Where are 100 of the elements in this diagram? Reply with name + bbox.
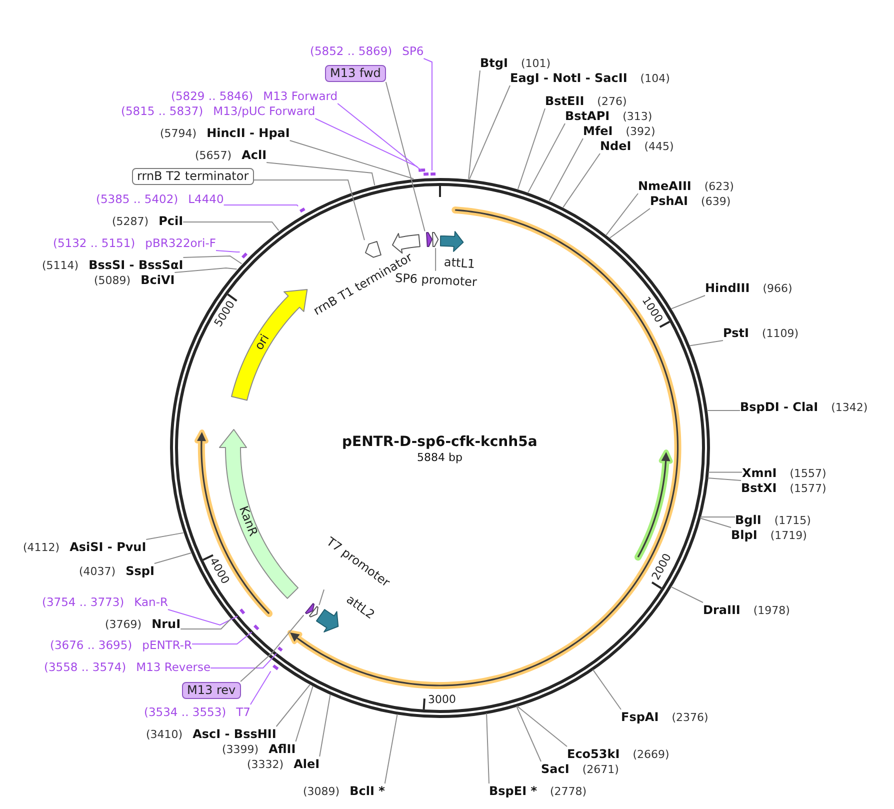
leader-line [423, 58, 432, 172]
leader-line [384, 714, 398, 784]
restriction-site-label: HindIII (966) [705, 280, 792, 296]
primer-site-mark [417, 166, 428, 174]
restriction-site-label: XmnI (1557) [742, 466, 826, 480]
restriction-site-label: SacI (2671) [541, 762, 619, 776]
restriction-site-label: PshAI (639) [650, 194, 731, 208]
leader-line [516, 706, 542, 762]
leader-line [223, 204, 299, 207]
feature-label: ori [252, 332, 272, 352]
restriction-site-label: FspAI (2376) [621, 710, 708, 724]
leader-line [182, 256, 242, 264]
primer-label: (3534 .. 3553) T7 [144, 704, 250, 720]
leader-line [670, 295, 706, 310]
leader-line [289, 140, 414, 180]
primer-site-mark [238, 607, 246, 616]
restriction-site-label: BspDI - ClaI (1342) [740, 400, 868, 414]
leader-line [435, 248, 436, 272]
leader-line [216, 250, 240, 252]
primer-label: (3754 .. 3773) Kan-R [42, 594, 168, 610]
leader-line [314, 118, 418, 168]
restriction-site-label: PstI (1109) [723, 326, 799, 340]
leader-line [548, 138, 584, 202]
restriction-site-label: (5794) HincII - HpaI [160, 126, 290, 140]
scale-label: 2000 [649, 552, 676, 584]
leader-line [276, 684, 311, 727]
sequence-feature [391, 232, 422, 254]
restriction-site-label: (5287) PciI [112, 214, 184, 228]
leader-line [192, 632, 252, 644]
primer-label: (5132 .. 5151) pBR322ori-F [53, 236, 216, 250]
restriction-site-label: NmeAIII (623) [638, 178, 734, 194]
leader-line [385, 82, 426, 232]
primer-label: (3558 .. 3574) M13 Reverse [44, 660, 211, 674]
feature-label: attL1 [443, 254, 476, 272]
restriction-site-label: BstAPI (313) [565, 108, 652, 124]
primer-label: (3676 .. 3695) pENTR-R [50, 638, 192, 652]
primer-label: (5815 .. 5837) M13/pUC Forward [121, 104, 316, 118]
restriction-site-label: Eco53kI (2669) [567, 746, 670, 762]
restriction-site-label: (3769) NruI [105, 616, 181, 632]
sequence-feature [314, 608, 340, 634]
leader-line [528, 123, 566, 193]
leader-line [295, 685, 314, 742]
primer-site-mark [276, 645, 285, 654]
restriction-site-label: BglI (1715) [735, 512, 811, 528]
restriction-site-label: (4112) AsiSI - PvuI [23, 540, 146, 554]
leader-line [146, 532, 184, 540]
restriction-site-label: (4037) SspI [79, 564, 154, 578]
leader-line [240, 614, 304, 682]
leader-line [182, 222, 280, 232]
restriction-site-label: DraIII (1978) [703, 602, 790, 618]
feature-tag: rrnB T2 terminator [132, 168, 254, 185]
leader-line [700, 518, 732, 528]
primer-site-mark [252, 623, 261, 632]
leader-line [700, 516, 736, 518]
restriction-site-label: MfeI (392) [583, 124, 656, 138]
restriction-site-label: (5089) BciVI [94, 272, 175, 288]
sequence-feature [304, 602, 316, 616]
leader-line [180, 618, 232, 630]
leader-line [670, 586, 704, 603]
restriction-site-label: BstEII (276) [545, 94, 627, 108]
leader-line [318, 589, 324, 606]
feature-tag: M13 fwd [325, 65, 386, 82]
leader-line [154, 552, 192, 564]
leader-line [516, 706, 568, 747]
scale-label: 3000 [428, 693, 456, 708]
leader-line [706, 410, 740, 411]
restriction-site-label: NdeI (445) [600, 138, 674, 154]
leader-line [468, 70, 480, 180]
leader-line [689, 340, 724, 346]
restriction-site-label: BspEI * (2778) [489, 784, 587, 798]
leader-line [210, 653, 277, 668]
sequence-feature [424, 231, 434, 248]
plasmid-length: 5884 bp [417, 451, 462, 465]
primer-site-mark [240, 250, 249, 260]
restriction-site-label: (3332) AleI [247, 756, 320, 772]
leader-line [609, 208, 650, 238]
sequence-feature [439, 230, 465, 252]
primer-label: (5829 .. 5846) M13 Forward [171, 88, 338, 104]
leader-line [266, 162, 376, 186]
leader-line [337, 103, 422, 172]
leader-line [486, 712, 490, 784]
leader-line [468, 85, 510, 180]
leader-line [708, 472, 742, 473]
leader-line [562, 153, 600, 208]
restriction-site-label: BstXI (1577) [741, 480, 826, 496]
feature-label: KanR [236, 504, 260, 538]
leader-line [707, 478, 742, 481]
primer-label: (5385 .. 5402) L4440 [96, 192, 224, 206]
leader-line [167, 609, 238, 626]
leader-line [250, 670, 272, 705]
restriction-site-label: EagI - NotI - SacII (104) [510, 70, 670, 86]
primer-site-mark [270, 662, 280, 672]
restriction-site-label: (3399) AflII [222, 742, 296, 756]
scale-label: 4000 [206, 556, 232, 588]
restriction-site-label: BtgI (101) [480, 56, 551, 70]
leader-line [592, 669, 622, 710]
restriction-site-label: BlpI (1719) [731, 528, 807, 542]
primer-label: (5852 .. 5869) SP6 [310, 44, 424, 58]
restriction-site-label: (5657) AclI [195, 148, 267, 162]
leader-line [253, 180, 365, 241]
